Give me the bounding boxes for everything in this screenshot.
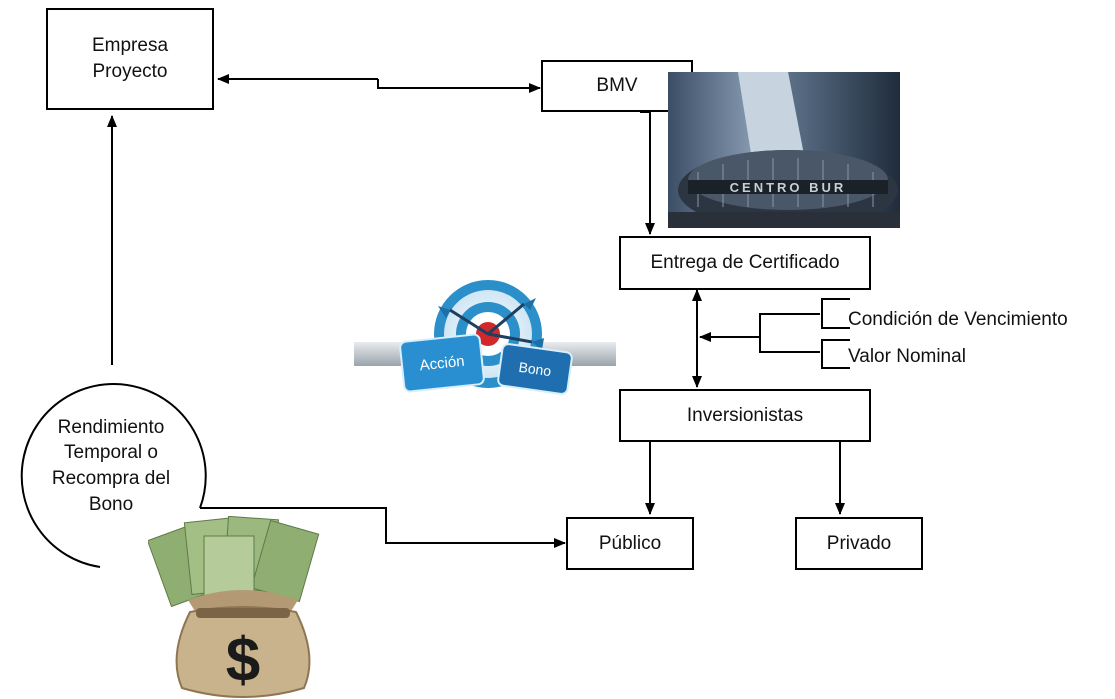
node-rendimiento-line1: Rendimiento <box>57 416 165 438</box>
money-bag-image: $ <box>148 516 320 698</box>
node-entrega-certificado: Entrega de Certificado <box>619 236 871 290</box>
rendimiento-circle <box>20 383 207 568</box>
node-empresa-line1: Empresa <box>91 35 169 57</box>
node-privado: Privado <box>795 517 923 570</box>
node-rendimiento-line2: Temporal o <box>64 442 158 464</box>
node-empresa-proyecto: Empresa Proyecto <box>46 8 214 110</box>
edge-rendimiento-publico <box>200 507 566 548</box>
node-valor-nominal: Valor Nominal <box>848 346 966 367</box>
building-sign-text: CENTRO BUR <box>730 180 847 195</box>
stock-exchange-building-image: CENTRO BUR <box>668 72 900 228</box>
money-symbol-text: $ <box>226 626 260 695</box>
node-condicion-vencimiento: Condición de Vencimiento <box>848 309 1068 330</box>
stock-bond-target-image: Acción Bono <box>354 280 616 395</box>
node-entrega-label: Entrega de Certificado <box>650 252 840 274</box>
node-publico-label: Público <box>598 532 662 554</box>
node-rendimiento-line3: Recompra del <box>51 468 171 489</box>
node-bmv-label: BMV <box>596 75 638 97</box>
edge-bmv-entrega <box>640 111 655 235</box>
edge-conditions-bracket <box>759 313 820 353</box>
node-publico: Público <box>566 517 694 570</box>
card-accion-text: Acción <box>419 353 466 375</box>
node-inversionistas-label: Inversionistas <box>686 404 804 426</box>
node-privado-label: Privado <box>826 532 892 554</box>
card-bono-text: Bono <box>518 359 553 379</box>
node-bmv: BMV <box>541 60 693 112</box>
node-inversionistas: Inversionistas <box>619 389 871 442</box>
node-rendimiento: Rendimiento Temporal o Recompra del Bono <box>22 404 200 528</box>
node-rendimiento-line4: Bono <box>88 493 134 515</box>
edge-empresa-bmv <box>377 79 541 93</box>
node-empresa-line2: Proyecto <box>92 61 168 82</box>
